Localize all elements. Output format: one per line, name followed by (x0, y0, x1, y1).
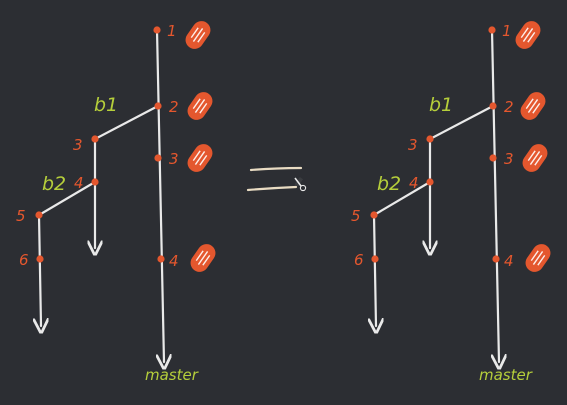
commit-label: 3 (169, 150, 179, 168)
commit-dot (36, 255, 44, 263)
branch-label-b2: b2 (42, 173, 66, 195)
commit-label: 4 (409, 174, 419, 192)
lock-icon (525, 244, 551, 272)
commit-dot (488, 26, 496, 34)
commit-label: 6 (354, 251, 364, 269)
equals-sign (246, 166, 307, 192)
lock-icon (515, 21, 541, 49)
commit-dot (154, 102, 162, 110)
commit-label: 4 (74, 174, 84, 192)
b1-branch-line (95, 104, 160, 248)
commit-label: 2 (504, 98, 514, 116)
commit-label: 2 (169, 98, 179, 116)
commit-label: 1 (502, 22, 512, 40)
master-label: master (145, 366, 199, 384)
lock-icon (187, 92, 213, 120)
commit-label: 4 (504, 252, 514, 270)
lock-icon (190, 244, 216, 272)
branch-label-b2: b2 (377, 173, 401, 195)
commit-label: 4 (169, 252, 179, 270)
commit-dot (426, 135, 434, 143)
commit-label: 3 (408, 136, 418, 154)
b2-branch-line (374, 180, 432, 326)
commit-dot (489, 102, 497, 110)
lock-icon (522, 144, 548, 172)
b1-branch-line (430, 104, 495, 248)
commit-dot (489, 154, 497, 162)
commit-dot (426, 178, 434, 186)
pencil-icon (294, 176, 307, 192)
commit-label: 3 (504, 150, 514, 168)
lock-icon (185, 21, 211, 49)
commit-dot (153, 26, 161, 34)
branch-label-b1: b1 (429, 94, 453, 116)
b2-branch-line (39, 180, 97, 326)
commit-label: 1 (167, 22, 177, 40)
commit-dot (370, 211, 378, 219)
lock-icon (187, 144, 213, 172)
lock-icon (520, 92, 546, 120)
commit-label: 5 (16, 207, 26, 225)
commit-dot (91, 135, 99, 143)
right-diagram: 1 2 3 4 3 4 5 6 b1 b2 master (351, 21, 551, 384)
master-branch-line (490, 28, 499, 362)
commit-dot (154, 154, 162, 162)
commit-dot (492, 255, 500, 263)
master-label: master (479, 366, 533, 384)
branch-label-b1: b1 (94, 94, 118, 116)
commit-dot (157, 255, 165, 263)
commit-label: 6 (19, 251, 29, 269)
master-branch-line (155, 28, 164, 362)
left-diagram: 1 2 3 4 3 4 5 6 b1 b2 master (16, 21, 216, 384)
commit-dot (35, 211, 43, 219)
commit-label: 5 (351, 207, 361, 225)
commit-dot (91, 178, 99, 186)
commit-label: 3 (73, 136, 83, 154)
commit-dot (371, 255, 379, 263)
